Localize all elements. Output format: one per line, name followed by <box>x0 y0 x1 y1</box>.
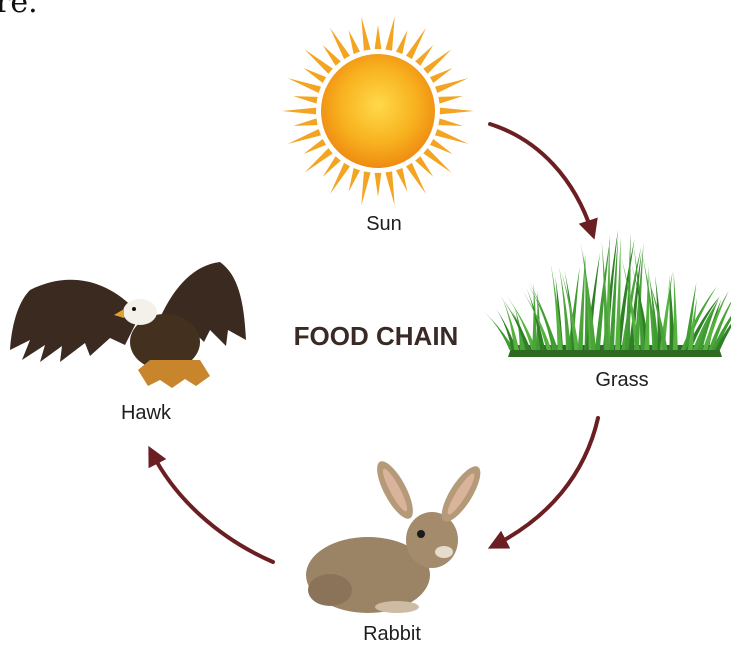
sun-ray <box>430 68 453 83</box>
sun-ray <box>430 139 453 154</box>
grass-blades <box>480 229 731 350</box>
sun-disc <box>321 54 435 168</box>
rabbit-label: Rabbit <box>363 623 421 645</box>
rabbit-eye <box>417 530 425 538</box>
rabbit-hind-leg <box>308 574 352 606</box>
header-fragment: re. <box>0 0 38 20</box>
arrow-rabbit-to-hawk <box>152 453 273 562</box>
sun-ray <box>435 78 468 93</box>
arrow-sun-to-grass <box>490 124 592 232</box>
sun-ray <box>396 168 407 192</box>
sun-label: Sun <box>366 213 402 235</box>
sun-ray <box>361 171 370 205</box>
sun-ray <box>415 156 433 177</box>
sun-ray <box>288 129 321 144</box>
sun-ray <box>323 156 341 177</box>
rabbit-icon <box>306 457 487 613</box>
hawk-wing-left <box>10 280 140 362</box>
sun-ray <box>438 118 462 126</box>
sun-ray <box>293 96 317 104</box>
rabbit-muzzle <box>435 546 453 558</box>
arrow-grass-to-rabbit <box>495 418 598 545</box>
hawk-head <box>123 299 157 325</box>
sun-ray <box>385 16 394 50</box>
diagram-title: FOOD CHAIN <box>294 321 459 351</box>
sun-ray <box>438 96 462 104</box>
sun-ray <box>435 129 468 144</box>
hawk-label: Hawk <box>121 402 172 424</box>
grass-label: Grass <box>595 369 648 391</box>
grass-blade <box>480 308 514 350</box>
hawk-icon <box>10 262 246 388</box>
sun-ray <box>304 68 327 83</box>
rabbit-front-feet <box>375 601 419 613</box>
sun-ray <box>440 108 474 115</box>
grass-blade <box>673 271 678 350</box>
sun-ray <box>361 16 370 50</box>
sun-ray <box>323 45 341 66</box>
sun-ray <box>349 168 360 192</box>
sun-ray <box>375 25 382 49</box>
grass-icon <box>480 229 731 357</box>
sun-ray <box>415 45 433 66</box>
sun-ray <box>288 78 321 93</box>
sun-ray <box>282 108 316 115</box>
sun-ray <box>375 173 382 197</box>
sun-ray <box>385 171 394 205</box>
sun-ray <box>396 30 407 54</box>
hawk-tail <box>138 360 210 388</box>
sun-icon <box>282 16 474 205</box>
grass-blade <box>578 254 586 350</box>
sun-ray <box>293 118 317 126</box>
hawk-eye <box>132 307 136 311</box>
sun-ray <box>304 139 327 154</box>
sun-ray <box>349 30 360 54</box>
